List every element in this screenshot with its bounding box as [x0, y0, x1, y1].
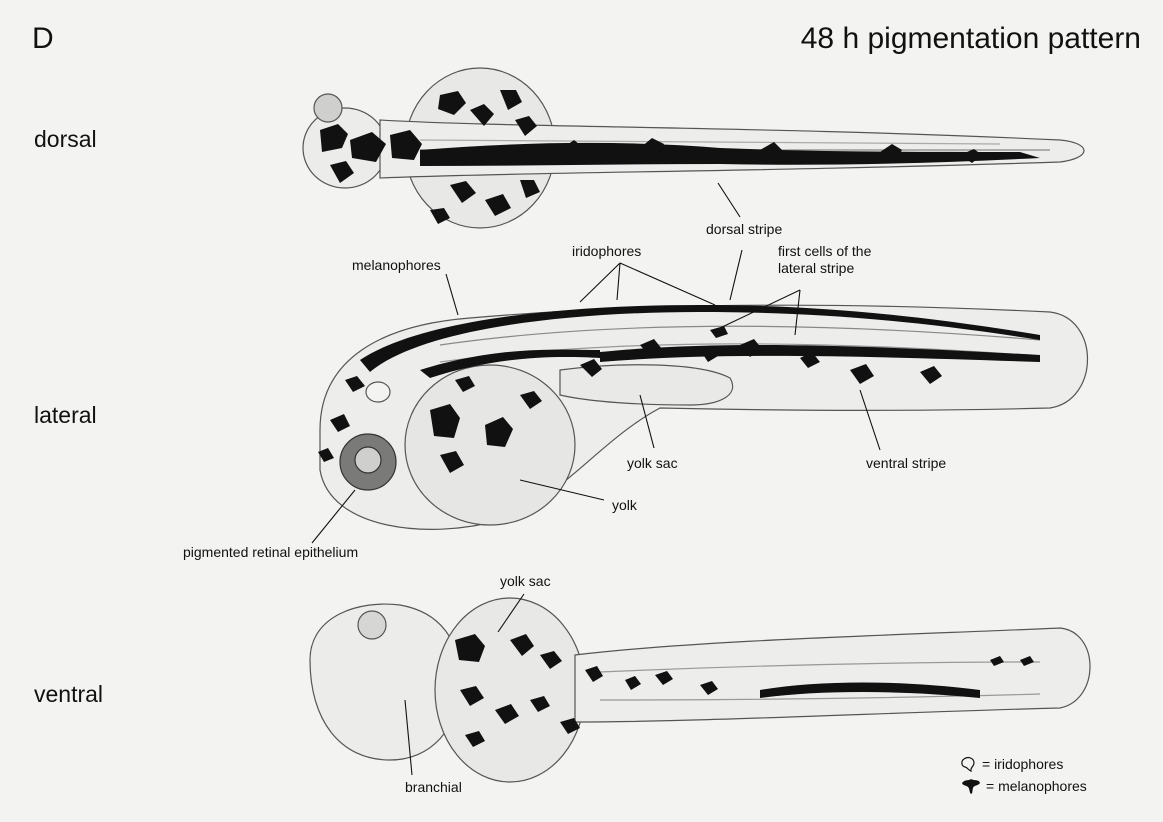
iridophore-icon [960, 755, 978, 773]
label-dorsal-stripe: dorsal stripe [706, 221, 782, 237]
label-first-cells-line1: first cells of the [778, 243, 872, 259]
label-pigmented-retinal-epithelium: pigmented retinal epithelium [183, 544, 358, 560]
legend-row-melanophores: = melanophores [960, 775, 1087, 797]
legend: = iridophores = melanophores [960, 753, 1087, 797]
label-first-cells-line2: lateral stripe [778, 260, 854, 276]
legend-label-melanophores: = melanophores [986, 778, 1087, 794]
label-yolk: yolk [612, 497, 638, 513]
label-yolk-sac-lateral: yolk sac [627, 455, 678, 471]
melanophore-icon [960, 777, 982, 795]
label-ventral-stripe: ventral stripe [866, 455, 946, 471]
label-iridophores: iridophores [572, 243, 641, 259]
label-melanophores: melanophores [352, 257, 441, 273]
legend-row-iridophores: = iridophores [960, 753, 1087, 775]
label-branchial: branchial [405, 779, 462, 795]
legend-label-iridophores: = iridophores [982, 756, 1063, 772]
label-yolk-sac-ventral: yolk sac [500, 573, 551, 589]
